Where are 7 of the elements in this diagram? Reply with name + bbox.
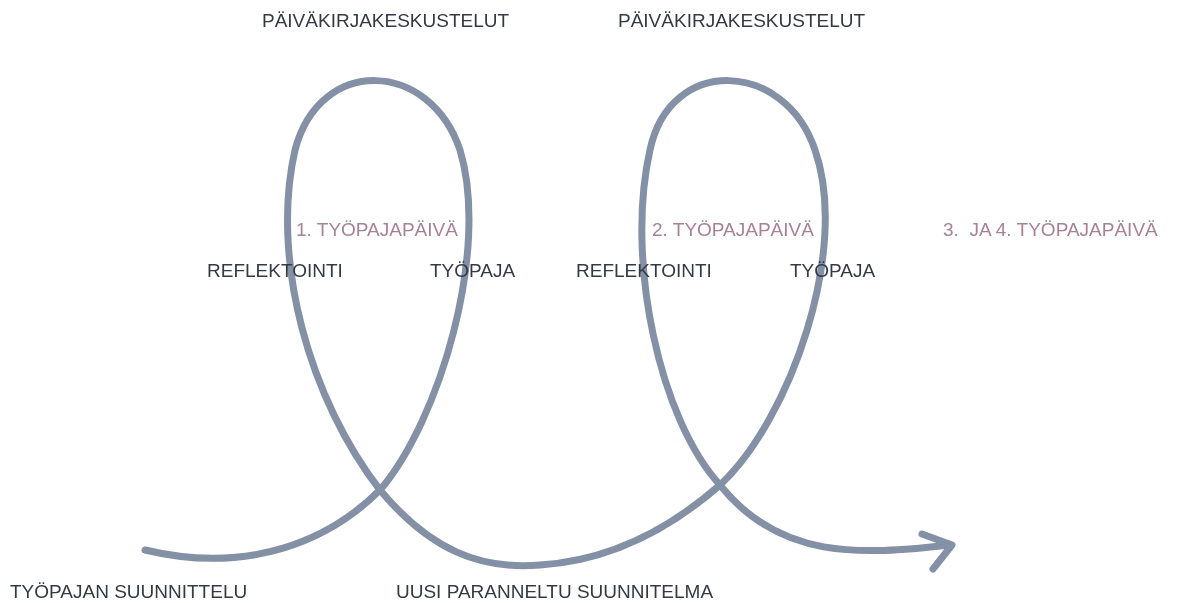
start-label: TYÖPAJAN SUUNNITTELU [10,581,248,603]
end-label: UUSI PARANNELTU SUUNNITELMA [396,581,714,603]
stage-heading: PÄIVÄKIRJAKESKUSTELUT [618,10,866,32]
workshop-day-label: 2. TYÖPAJAPÄIVÄ [652,219,814,241]
workshop-day-label: 1. TYÖPAJAPÄIVÄ [296,219,458,241]
workshop-day-label: 3. JA 4. TYÖPAJAPÄIVÄ [943,219,1158,241]
stage-heading: PÄIVÄKIRJAKESKUSTELUT [262,10,510,32]
